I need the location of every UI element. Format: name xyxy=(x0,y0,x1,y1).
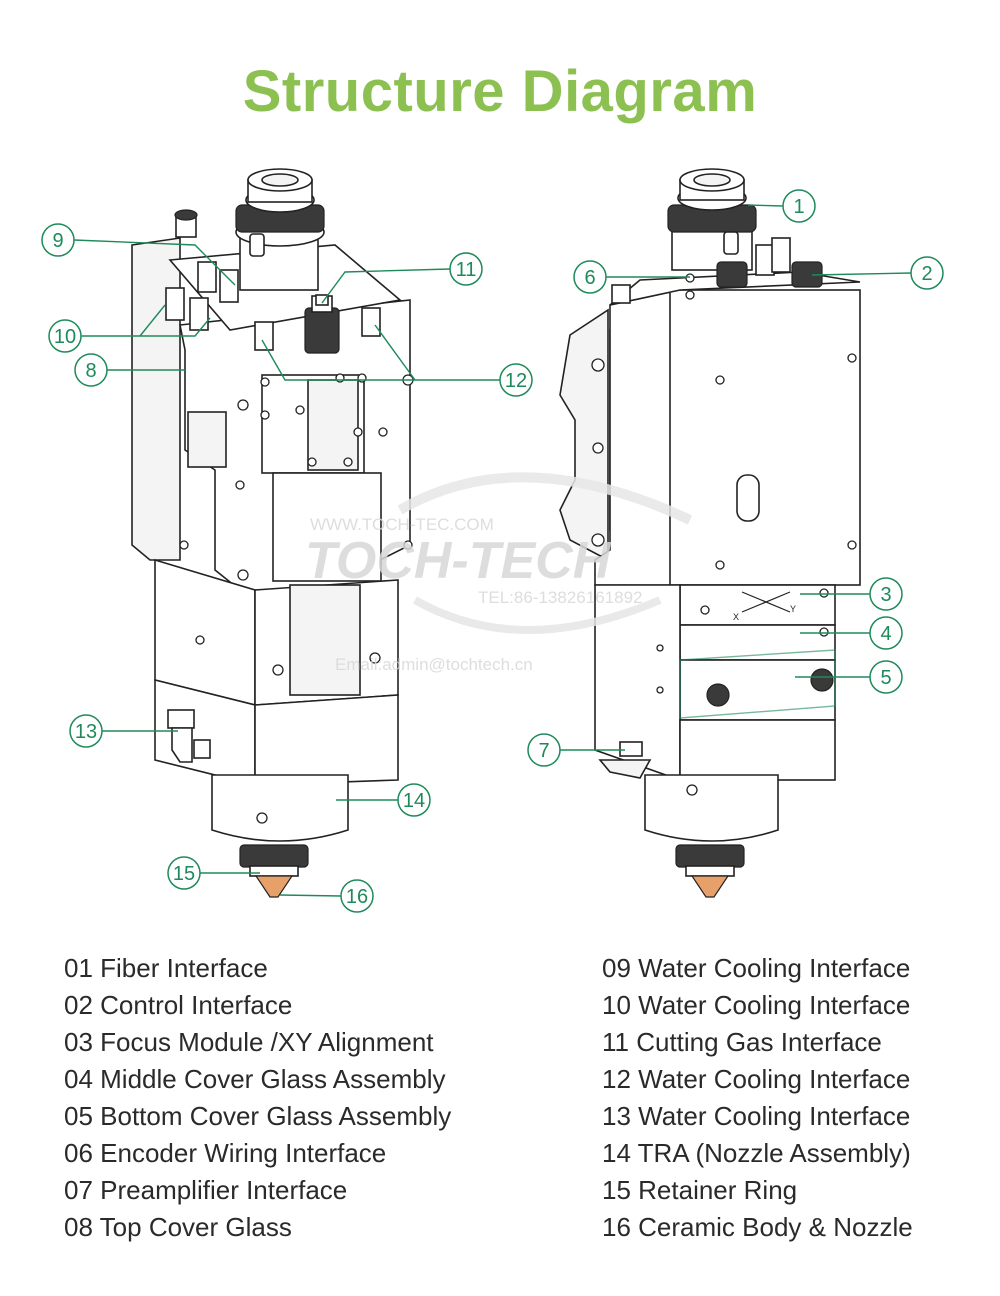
legend-item: 11 Cutting Gas Interface xyxy=(602,1027,882,1057)
legend-item: 09 Water Cooling Interface xyxy=(602,953,911,983)
callout-9 xyxy=(41,223,75,257)
legend-item: 12 Water Cooling Interface xyxy=(602,1064,911,1094)
legend-left: 01 Fiber Interface 02 Control Interface … xyxy=(64,950,451,1246)
legend-item: 05 Bottom Cover Glass Assembly xyxy=(64,1101,452,1131)
callout-5-label: 5 xyxy=(880,667,891,689)
right-cutting-head: X Y xyxy=(559,168,861,898)
page-title: Structure Diagram xyxy=(242,59,758,124)
callout-13 xyxy=(69,714,103,748)
callout-6-label: 6 xyxy=(584,267,595,289)
callout-13-label: 13 xyxy=(75,721,97,743)
callout-2 xyxy=(910,256,944,290)
callout-4 xyxy=(869,616,903,650)
callout-8-label: 8 xyxy=(85,360,96,382)
watermark-tel: TEL:86-13826161892 xyxy=(478,588,642,607)
axis-x-mark: X xyxy=(733,612,739,622)
legend-item: 06 Encoder Wiring Interface xyxy=(64,1138,387,1168)
callout-16-label: 16 xyxy=(346,886,368,908)
callout-11 xyxy=(449,252,483,286)
legend-item: 01 Fiber Interface xyxy=(64,953,268,983)
left-cutting-head xyxy=(131,168,414,898)
callout-7-label: 7 xyxy=(538,740,549,762)
legend-right: 09 Water Cooling Interface 10 Water Cool… xyxy=(602,950,913,1246)
callout-3-label: 3 xyxy=(880,584,891,606)
legend-item: 02 Control Interface xyxy=(64,990,293,1020)
legend-item: 04 Middle Cover Glass Assembly xyxy=(64,1064,446,1094)
callout-14-label: 14 xyxy=(403,790,425,812)
watermark-email: Email:admin@tochtech.cn xyxy=(335,655,533,674)
callout-12 xyxy=(499,363,533,397)
callout-15-label: 15 xyxy=(173,863,195,885)
callout-1 xyxy=(782,189,816,223)
callout-3 xyxy=(869,577,903,611)
legend-item: 03 Focus Module /XY Alignment xyxy=(64,1027,434,1057)
callout-16 xyxy=(340,879,374,913)
callout-9-label: 9 xyxy=(52,230,63,252)
callout-11-label: 11 xyxy=(456,259,477,281)
callout-6 xyxy=(573,260,607,294)
axis-y-mark: Y xyxy=(790,604,796,614)
watermark-brand: TOCH-TECH xyxy=(305,532,612,590)
callout-2-label: 2 xyxy=(921,263,932,285)
callout-4-label: 4 xyxy=(880,623,891,645)
legend-item: 15 Retainer Ring xyxy=(602,1175,798,1205)
callout-5 xyxy=(869,660,903,694)
structure-diagram: .o { fill: #fff; stroke: #222; stroke-wi… xyxy=(41,168,944,913)
callout-14 xyxy=(397,783,431,817)
legend-item: 08 Top Cover Glass xyxy=(64,1212,292,1242)
watermark-site: WWW.TOCH-TEC.COM xyxy=(310,515,494,534)
callout-7 xyxy=(527,733,561,767)
callout-1-label: 1 xyxy=(793,196,804,218)
legend-item: 16 Ceramic Body & Nozzle xyxy=(602,1212,913,1242)
legend-item: 13 Water Cooling Interface xyxy=(602,1101,911,1131)
callouts: 1 2 3 4 5 6 7 8 9 10 xyxy=(41,189,944,913)
callout-10 xyxy=(48,319,82,353)
callout-10-label: 10 xyxy=(54,326,76,348)
watermark: WWW.TOCH-TEC.COM TOCH-TECH TEL:86-138261… xyxy=(305,472,693,674)
callout-15 xyxy=(167,856,201,890)
legend-item: 14 TRA (Nozzle Assembly) xyxy=(602,1138,911,1168)
callout-8 xyxy=(74,353,108,387)
callout-12-label: 12 xyxy=(505,370,527,392)
legend-item: 10 Water Cooling Interface xyxy=(602,990,911,1020)
legend-item: 07 Preamplifier Interface xyxy=(64,1175,348,1205)
